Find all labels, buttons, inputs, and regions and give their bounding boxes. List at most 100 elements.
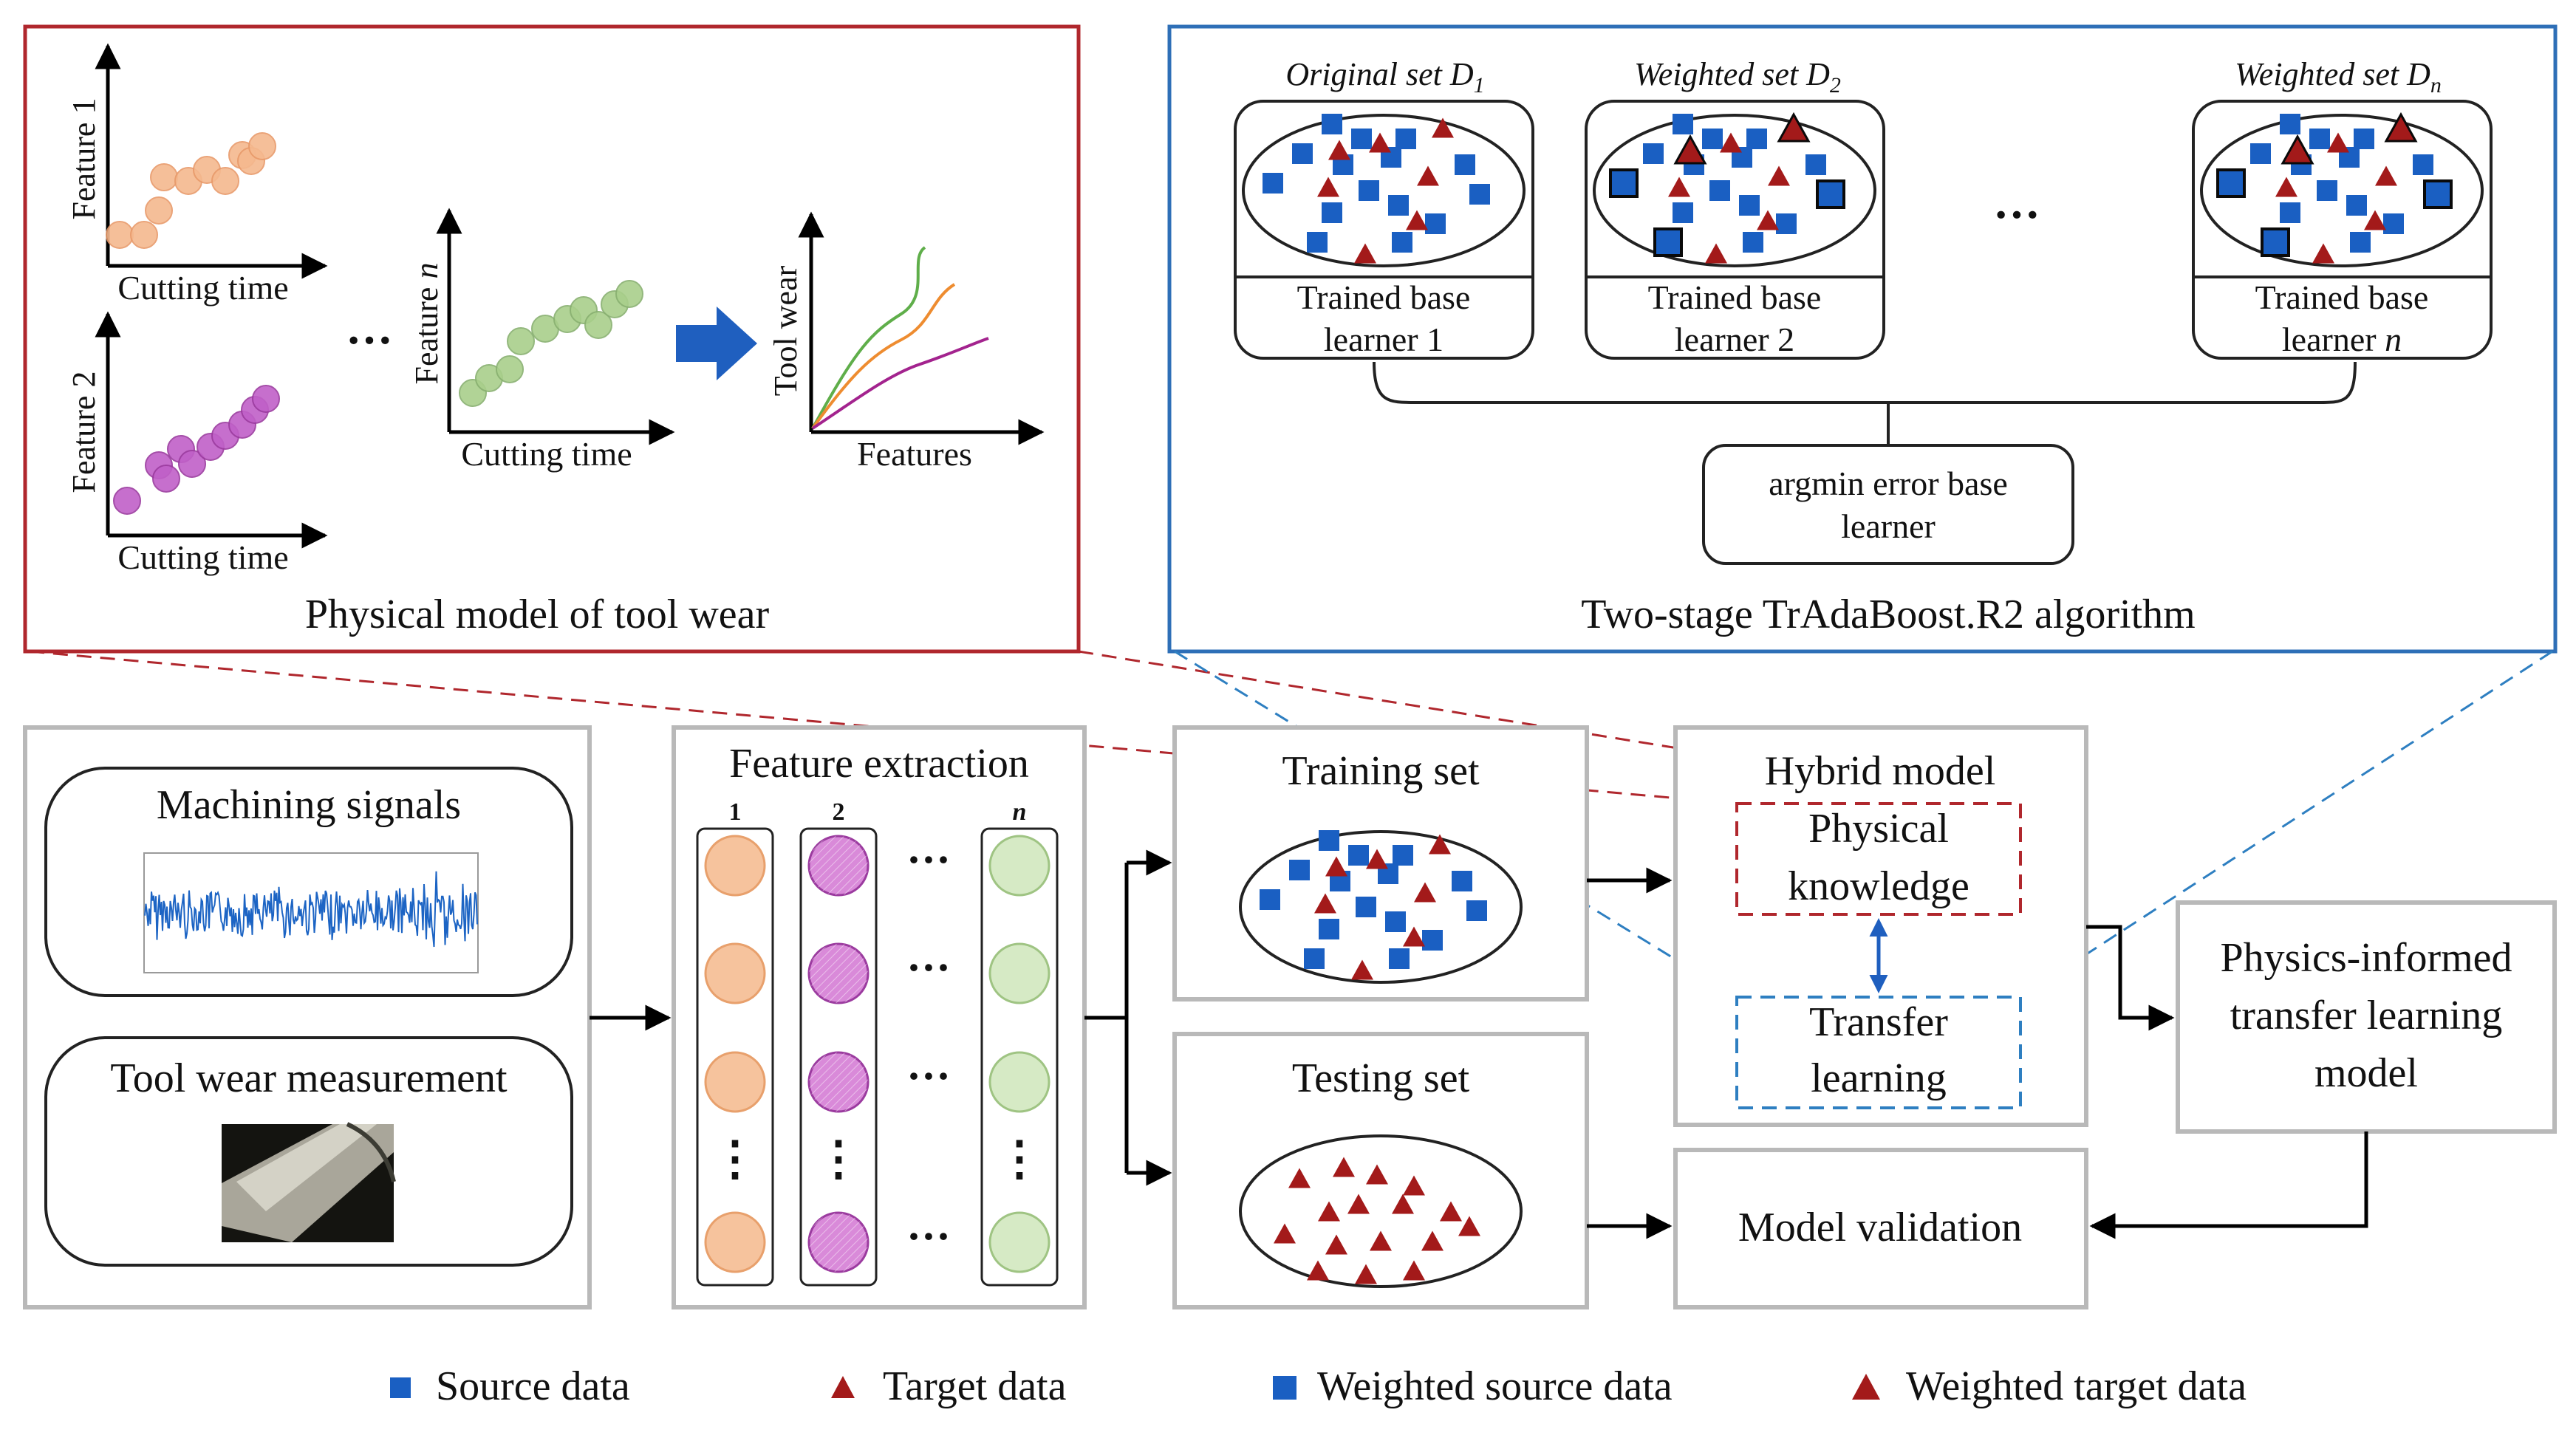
target-sample bbox=[1417, 165, 1439, 186]
pitl-line2: transfer learning bbox=[2230, 993, 2502, 1038]
legend-target-label: Target data bbox=[883, 1363, 1067, 1409]
weighted-target-sample bbox=[2281, 134, 2314, 165]
target-sample bbox=[1325, 856, 1347, 877]
feature-column-2-label: 2 bbox=[833, 798, 845, 826]
target-sample bbox=[1768, 165, 1790, 186]
feature-column-n bbox=[980, 827, 1059, 1287]
weighted-target-sample bbox=[1777, 112, 1811, 143]
target-sample bbox=[1366, 849, 1388, 869]
feature-circle bbox=[988, 942, 1050, 1004]
block-arrow bbox=[676, 307, 757, 380]
scatter-point bbox=[248, 132, 276, 160]
feature-2-points bbox=[113, 385, 280, 515]
feature-2-plot: Feature 2 Cutting time bbox=[66, 311, 328, 576]
target-sample bbox=[2312, 243, 2334, 264]
weighted-source-sample bbox=[1816, 179, 1845, 209]
source-sample bbox=[1359, 180, 1379, 201]
source-sample bbox=[1455, 154, 1475, 175]
learner-n-line1: Trained base bbox=[2255, 278, 2429, 316]
source-sample bbox=[1307, 232, 1328, 253]
vertical-ellipsis: ⋮ bbox=[815, 1132, 862, 1185]
feature-n-axis-label: Feature n bbox=[409, 263, 445, 385]
target-sample bbox=[1403, 1175, 1425, 1196]
target-sample bbox=[1720, 132, 1742, 153]
legend: Source data Target data Weighted source … bbox=[390, 1363, 2247, 1409]
original-set-label: Original set D1 bbox=[1285, 56, 1484, 97]
target-sample bbox=[1288, 1168, 1311, 1188]
physics-informed-model-box bbox=[2176, 900, 2557, 1134]
target-sample bbox=[2375, 165, 2397, 186]
legend-weighted-target-label: Weighted target data bbox=[1906, 1363, 2247, 1409]
source-sample bbox=[1393, 845, 1413, 866]
horizontal-ellipsis: ··· bbox=[906, 1212, 951, 1261]
set-n-samples bbox=[2216, 112, 2453, 264]
wear-curve-green bbox=[811, 246, 926, 429]
target-sample bbox=[1314, 893, 1336, 914]
weighted-source-sample bbox=[2216, 168, 2246, 198]
source-sample bbox=[1388, 195, 1409, 216]
source-sample bbox=[1395, 129, 1416, 149]
testing-samples bbox=[1274, 1157, 1480, 1284]
feature-column-1 bbox=[696, 827, 774, 1287]
source-sample bbox=[1469, 184, 1490, 205]
horizontal-ellipsis: ··· bbox=[906, 835, 951, 884]
set-ellipse-1 bbox=[1242, 114, 1526, 267]
source-sample bbox=[2250, 143, 2271, 164]
target-sample bbox=[1429, 834, 1451, 855]
source-sample bbox=[2354, 129, 2374, 149]
scatter-point bbox=[615, 280, 643, 308]
feature-circle bbox=[988, 1051, 1050, 1113]
physical-knowledge-line1: Physical bbox=[1808, 806, 1949, 852]
source-sample bbox=[1319, 830, 1339, 851]
source-sample bbox=[1673, 202, 1693, 223]
wear-curve-orange bbox=[811, 283, 956, 430]
target-sample bbox=[1366, 1164, 1388, 1185]
target-sample bbox=[1440, 1201, 1462, 1222]
source-sample bbox=[2317, 180, 2337, 201]
weighted-source-sample bbox=[1609, 168, 1639, 198]
target-sample bbox=[1369, 132, 1391, 153]
feature-column-n-label: n bbox=[1013, 798, 1027, 826]
weighted-source-sample bbox=[2423, 179, 2453, 209]
feature-circle-hatch bbox=[809, 1052, 868, 1112]
feature-2-axis-label: Feature 2 bbox=[66, 372, 102, 493]
testing-set-ellipse bbox=[1239, 1134, 1523, 1288]
legend-target-marker bbox=[831, 1376, 855, 1398]
model-validation-box bbox=[1673, 1148, 2088, 1309]
transfer-learning-line1: Transfer bbox=[1809, 999, 1948, 1045]
machining-signals-label: Machining signals bbox=[157, 782, 461, 828]
feature-circle bbox=[704, 1211, 766, 1273]
source-sample bbox=[1322, 114, 1342, 134]
source-sample bbox=[1425, 213, 1446, 234]
source-sample bbox=[2413, 154, 2433, 175]
target-sample bbox=[1403, 926, 1425, 947]
target-sample bbox=[1432, 117, 1454, 138]
source-sample bbox=[1466, 900, 1487, 921]
source-sample bbox=[1392, 232, 1412, 253]
wear-curve-magenta bbox=[811, 337, 989, 430]
target-sample bbox=[1318, 1201, 1340, 1222]
legend-weighted-target-marker bbox=[1852, 1374, 1880, 1400]
source-sample bbox=[1319, 919, 1339, 939]
source-sample bbox=[1389, 948, 1410, 969]
source-sample bbox=[1351, 129, 1372, 149]
source-sample bbox=[1452, 871, 1472, 891]
signal-waveform bbox=[144, 871, 478, 948]
source-sample bbox=[2350, 232, 2371, 253]
vertical-ellipsis: ⋮ bbox=[996, 1132, 1043, 1185]
plots-ellipsis: ··· bbox=[346, 314, 393, 366]
argmin-line2: learner bbox=[1841, 507, 1936, 545]
source-sample bbox=[1263, 173, 1283, 194]
scatter-point bbox=[178, 450, 206, 478]
target-sample bbox=[1325, 1234, 1347, 1255]
source-sample bbox=[1709, 180, 1730, 201]
feature-1-axis-label: Feature 1 bbox=[66, 98, 102, 220]
physical-model-frame bbox=[23, 24, 1081, 654]
cutting-time-label-1: Cutting time bbox=[117, 269, 288, 307]
target-sample bbox=[1274, 1223, 1296, 1244]
legend-source-label: Source data bbox=[436, 1363, 630, 1409]
cutting-time-label-n: Cutting time bbox=[461, 435, 632, 473]
argmin-box bbox=[1702, 444, 2074, 565]
set-2-samples bbox=[1609, 112, 1845, 264]
legend-weighted-source-marker bbox=[1273, 1376, 1296, 1400]
